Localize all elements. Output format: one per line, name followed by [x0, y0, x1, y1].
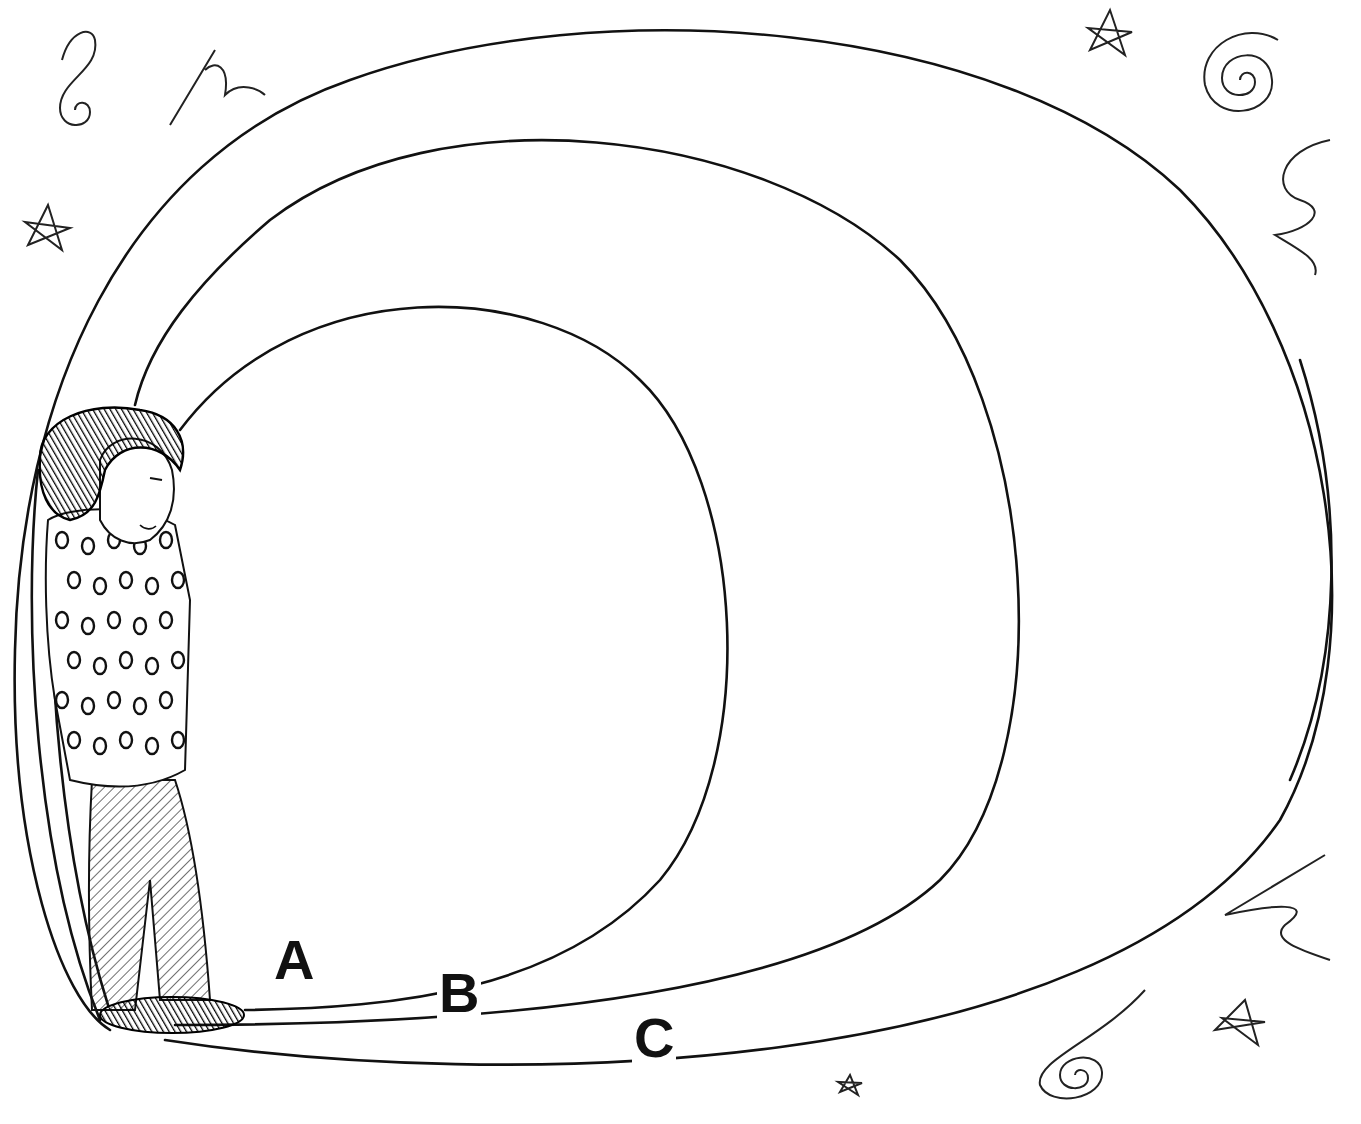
orbit-label: B: [437, 965, 481, 1021]
person-figure: [40, 407, 244, 1033]
shirt-dot: [56, 532, 68, 548]
orbit-label: A: [272, 932, 316, 988]
shirt-dot: [68, 732, 80, 748]
shirt-dot: [94, 578, 106, 594]
shirt-dot: [56, 612, 68, 628]
shirt-dot: [120, 732, 132, 748]
shirt-dot: [160, 612, 172, 628]
shirt-dot: [172, 652, 184, 668]
shirt-dot: [108, 692, 120, 708]
shirt-dot: [120, 572, 132, 588]
shirt-dot: [146, 658, 158, 674]
shirt-dot: [56, 692, 68, 708]
shirt-dot: [160, 532, 172, 548]
shirt-dot: [134, 618, 146, 634]
shirt-dot: [94, 738, 106, 754]
shirt-dot: [68, 572, 80, 588]
shirt-dot: [68, 652, 80, 668]
shirt-dot: [134, 698, 146, 714]
shirt-dot: [172, 732, 184, 748]
shirt-dot: [120, 652, 132, 668]
shirt-dot: [146, 738, 158, 754]
shirt-dot: [94, 658, 106, 674]
shirt-dot: [108, 612, 120, 628]
doodles: [25, 10, 1330, 1098]
shirt-dot: [146, 578, 158, 594]
orbit-curves: [15, 30, 1332, 1064]
shirt-dot: [160, 692, 172, 708]
shirt-dot: [172, 572, 184, 588]
shirt-dot: [82, 698, 94, 714]
shirt-dot: [82, 618, 94, 634]
orbit-label: C: [632, 1010, 676, 1066]
shirt-dot: [82, 538, 94, 554]
